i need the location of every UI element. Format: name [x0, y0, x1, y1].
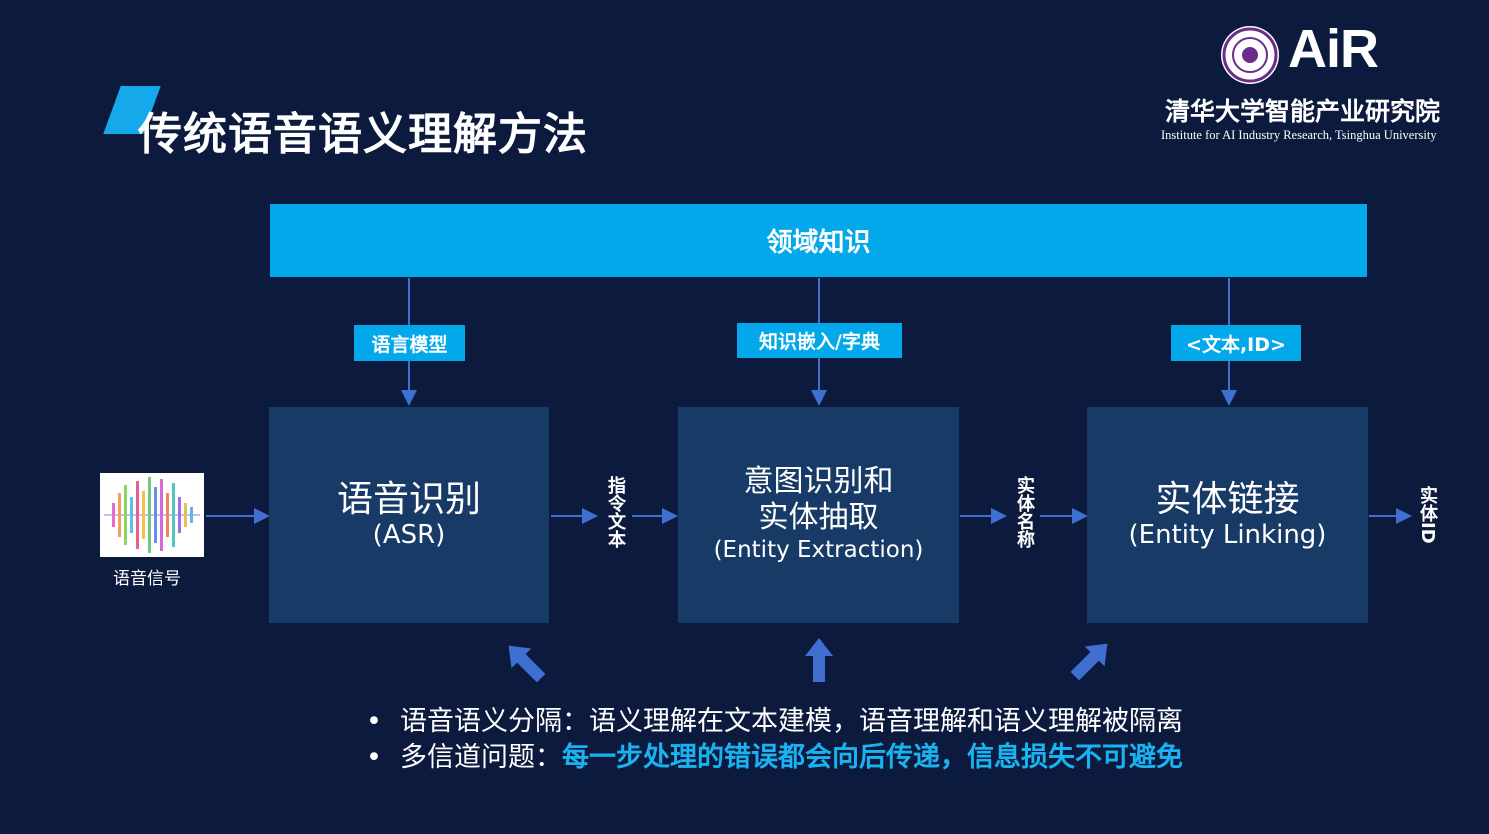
- bullet-dot: •: [366, 706, 382, 737]
- box-linking-title: 实体链接: [1155, 478, 1300, 520]
- box-asr: 语音识别 (ASR): [269, 407, 549, 623]
- bullet-list: • 语音语义分隔：语义理解在文本建模，语音理解和语义理解被隔离 • 多信道问题：…: [366, 704, 1183, 776]
- box-extraction-title-line2: 实体抽取: [758, 500, 879, 536]
- bullet-item: • 语音语义分隔：语义理解在文本建模，语音理解和语义理解被隔离: [366, 704, 1183, 740]
- institute-name-cn: 清华大学智能产业研究院: [1165, 97, 1441, 126]
- speech-signal-waveform-image: [100, 473, 204, 557]
- box-linking-subtitle: (Entity Linking): [1128, 520, 1327, 551]
- block-arrow-to-linking: [1070, 643, 1108, 681]
- institute-name-en: Institute for AI Industry Research, Tsin…: [1161, 128, 1437, 142]
- air-logo: AiR: [1288, 19, 1379, 79]
- tsinghua-seal-logo: [1221, 26, 1279, 84]
- flow-label-instruction-text: 指令文本: [605, 476, 626, 548]
- label-text-id: <文本,ID>: [1171, 325, 1301, 361]
- box-extraction-subtitle: (Entity Extraction): [713, 537, 924, 564]
- bullet-item: • 多信道问题： 每一步处理的错误都会向后传递，信息损失不可避免: [366, 740, 1183, 776]
- label-text-id-text: <文本,ID>: [1186, 333, 1286, 356]
- speech-signal-caption: 语音信号: [113, 569, 181, 589]
- box-entity-linking: 实体链接 (Entity Linking): [1087, 407, 1368, 623]
- label-knowledge-embedding: 知识嵌入/字典: [737, 323, 902, 358]
- flow-label-entity-name: 实体名称: [1014, 476, 1035, 548]
- box-asr-title: 语音识别: [336, 478, 481, 520]
- label-language-model-text: 语言模型: [371, 333, 448, 356]
- bullet-dot: •: [366, 742, 382, 773]
- label-language-model: 语言模型: [354, 325, 465, 361]
- domain-knowledge-label: 领域知识: [766, 228, 871, 258]
- label-knowledge-embedding-text: 知识嵌入/字典: [759, 331, 880, 353]
- box-asr-subtitle: (ASR): [372, 520, 446, 551]
- box-entity-extraction: 意图识别和 实体抽取 (Entity Extraction): [678, 407, 959, 623]
- domain-knowledge-bar: 领域知识: [270, 204, 1367, 277]
- block-arrow-to-asr: [508, 645, 546, 683]
- slide-title: 传统语音语义理解方法: [138, 109, 588, 160]
- bullet-highlight-text: 每一步处理的错误都会向后传递，信息损失不可避免: [562, 742, 1183, 773]
- block-arrow-to-extraction: [805, 638, 833, 682]
- flow-label-entity-id: 实体ID: [1417, 486, 1438, 544]
- bullet-text: 语音语义分隔：语义理解在文本建模，语音理解和语义理解被隔离: [400, 706, 1183, 737]
- box-extraction-title-line1: 意图识别和: [743, 464, 894, 500]
- bullet-text: 多信道问题：: [400, 742, 562, 773]
